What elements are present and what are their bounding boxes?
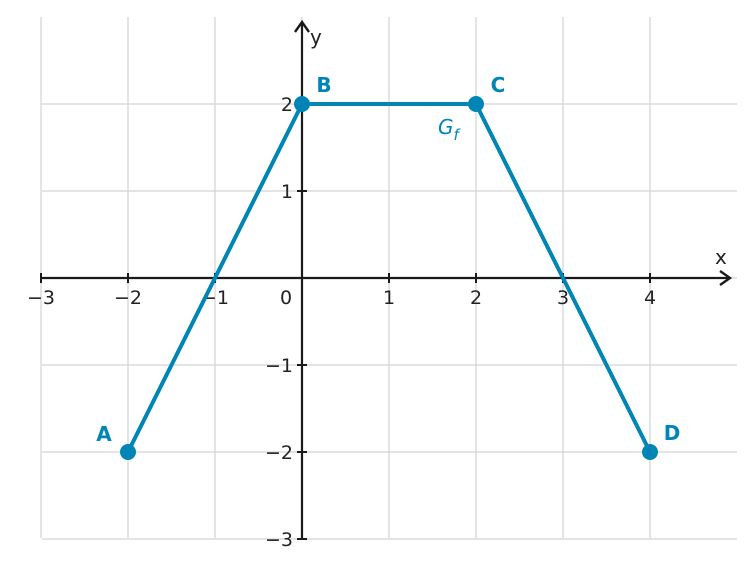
point-a (120, 444, 136, 460)
point-c (468, 96, 484, 112)
point-b (294, 96, 310, 112)
x-tick-label-0: 0 (280, 287, 292, 309)
point-label-a: A (96, 422, 112, 446)
series-layer (126, 102, 652, 454)
y-tick-label-2: 2 (281, 94, 293, 116)
series-line-0 (126, 102, 652, 454)
point-label-b: B (316, 73, 331, 97)
x-axis-arrowhead (719, 270, 733, 286)
x-tick-label-1: 1 (383, 287, 395, 309)
y-axis-title: y (310, 25, 322, 49)
point-label-d: D (664, 421, 681, 445)
y-tick-label--1: −1 (265, 355, 293, 377)
y-tick-label--3: −3 (265, 529, 293, 551)
graph-label-base: G (438, 115, 454, 139)
graph-label-subscript: f (454, 126, 462, 144)
x-tick-label-2: 2 (470, 287, 482, 309)
axes: x y (42, 19, 733, 538)
y-tick-label--2: −2 (265, 442, 293, 464)
point-d (642, 444, 658, 460)
x-tick-label--3: −3 (27, 287, 55, 309)
points-layer: A B C D (96, 73, 680, 460)
y-tick-label-1: 1 (281, 181, 293, 203)
x-tick-label--2: −2 (114, 287, 142, 309)
y-axis-arrowhead (294, 19, 310, 33)
x-axis-title: x (715, 245, 727, 269)
point-label-c: C (491, 73, 506, 97)
x-tick-label-4: 4 (644, 287, 656, 309)
graph-label: Gf (438, 115, 462, 144)
x-tick-label-3: 3 (557, 287, 569, 309)
